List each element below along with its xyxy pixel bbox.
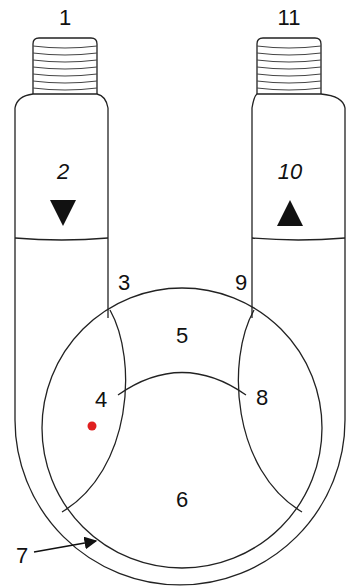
red-dot [88, 422, 97, 431]
callout-number: 5 [176, 325, 188, 347]
callout-number: 1 [59, 7, 71, 29]
flow-arrow-up [277, 200, 303, 226]
callout-number: 7 [16, 545, 28, 567]
central-chamber [42, 288, 322, 568]
right-tube-inner-edge [251, 108, 252, 318]
left-cap [33, 38, 97, 94]
thread-line [33, 46, 97, 48]
thread-line [257, 88, 321, 90]
right-band-line [252, 238, 345, 240]
thread-line [257, 74, 321, 76]
callout-number: 8 [256, 387, 268, 409]
callout-number: 2 [57, 161, 69, 183]
thread-line [257, 53, 321, 55]
flow-arrow-down [50, 200, 76, 226]
u-tube-outline [15, 108, 345, 585]
thread-line [33, 81, 97, 83]
bridge-inner-arc [118, 373, 246, 396]
left-lobe-edge [62, 310, 126, 512]
left-neck [15, 94, 108, 108]
leader-line [34, 541, 96, 552]
right-cap [257, 38, 321, 94]
thread-line [33, 53, 97, 55]
thread-line [257, 67, 321, 69]
callout-number: 9 [235, 272, 247, 294]
thread-line [33, 67, 97, 69]
thread-line [257, 81, 321, 83]
right-lobe-edge [238, 310, 302, 512]
thread-line [257, 60, 321, 62]
callout-number: 6 [176, 489, 188, 511]
callout-number: 3 [118, 272, 130, 294]
thread-line [33, 74, 97, 76]
left-tube-inner-edge [107, 108, 108, 318]
right-neck [252, 94, 345, 108]
thread-line [33, 88, 97, 90]
callout-number: 4 [95, 389, 107, 411]
left-band-line [15, 238, 108, 240]
callout-number: 11 [278, 7, 301, 29]
thread-line [33, 60, 97, 62]
thread-line [257, 46, 321, 48]
callout-number: 10 [278, 161, 302, 183]
